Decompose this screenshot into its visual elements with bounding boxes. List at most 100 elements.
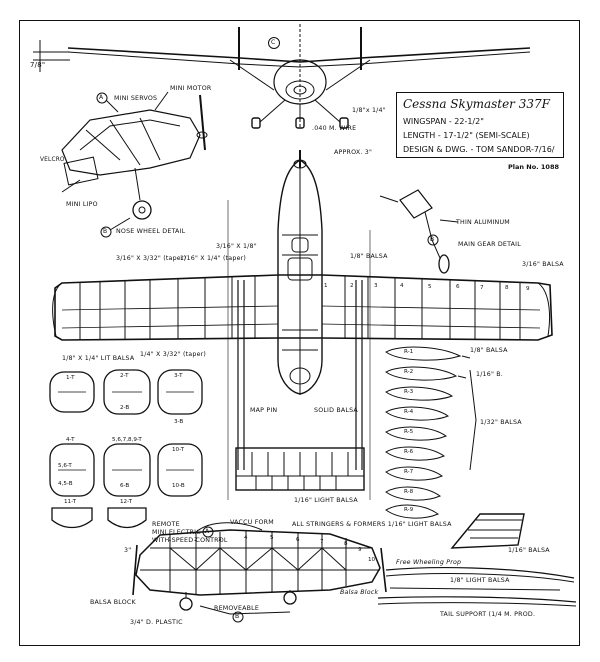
- label-1-16-b: 1/16" B.: [476, 371, 503, 378]
- ribs: [385, 346, 477, 519]
- wing-rib-number: 3: [374, 283, 378, 289]
- label-balsa-1-8: 1/8" BALSA: [350, 253, 388, 260]
- label-trailing-taper: 3/16" X 3/32" (taper): [116, 255, 187, 262]
- design-spec: DESIGN & DWG. - TOM SANDOR-7/16/: [403, 145, 555, 154]
- label-spar: 3/16" X 1/8": [216, 243, 257, 250]
- label-approx: APPROX. 3": [334, 149, 373, 156]
- wing-rib-number: 8: [505, 285, 509, 291]
- former-label: 4,5-B: [58, 481, 73, 487]
- label-remote: REMOTE: [152, 521, 180, 528]
- rib-label: R-3: [404, 389, 414, 395]
- side-view: [132, 522, 387, 623]
- label-light-balsa-1-8: 1/8" LIGHT BALSA: [450, 577, 510, 584]
- top-view-tail: [235, 447, 365, 491]
- former-label: 1-T: [66, 375, 75, 381]
- top-view-wing: [52, 274, 553, 341]
- wing-rib-number: 4: [400, 283, 404, 289]
- label-plastic: 3/4" D. PLASTIC: [130, 619, 183, 626]
- label-b-balsa: 1/8" BALSA: [470, 347, 508, 354]
- label-lite-balsa: 1/8" X 1/4" LIT BALSA: [62, 355, 135, 362]
- label-thin-aluminum: THIN ALUMINUM: [456, 219, 510, 226]
- former-label: 3-B: [174, 419, 184, 425]
- station-number: 4: [244, 535, 248, 541]
- station-number: 8: [344, 541, 348, 547]
- label-nose-wheel-detail: NOSE WHEEL DETAIL: [116, 228, 186, 235]
- wing-rib-number: 2: [350, 283, 354, 289]
- station-number: 9: [358, 547, 362, 553]
- former-label: 5,6-T: [58, 463, 72, 469]
- callout-b-side: B: [235, 613, 240, 620]
- label-le-taper: 1/16" X 1/4" (taper): [180, 255, 247, 262]
- label-mini-lipo: MINI LIPO: [66, 201, 98, 208]
- label-wing-taper: 1/4" X 3/32" (taper): [140, 351, 207, 358]
- label-light-balsa-tail: 1/16" LIGHT BALSA: [294, 497, 358, 504]
- wing-rib-number: 9: [526, 286, 530, 292]
- rib-label: R-9: [404, 507, 414, 513]
- label-vaccu-form: VACCU FORM: [230, 519, 274, 526]
- label-stringers: ALL STRINGERS & FORMERS 1/16" LIGHT BALS…: [292, 521, 452, 528]
- callout-a-top: A: [99, 94, 104, 101]
- wing-rib-number: 1: [324, 283, 328, 289]
- wing-rib-number: 6: [456, 284, 460, 290]
- dim-3-inch: 3": [124, 547, 132, 554]
- label-mini-motor: MINI MOTOR: [170, 85, 212, 92]
- title-block: [396, 92, 564, 158]
- label-wire: .040 M. WIRE: [312, 125, 357, 132]
- label-balsa-block: BALSA BLOCK: [90, 599, 136, 606]
- former-label: 2-B: [120, 405, 130, 411]
- top-view-fuselage: [227, 150, 371, 500]
- callout-b-nose: B: [103, 228, 108, 235]
- label-solid-balsa: SOLID BALSA: [314, 407, 358, 414]
- nose-detail: [61, 91, 208, 238]
- callout-a-side: A: [205, 528, 210, 535]
- former-label: 10-T: [172, 447, 185, 453]
- former-label: 6-B: [120, 483, 130, 489]
- station-number: 1: [168, 537, 172, 543]
- label-balsa-block-side: Balsa Block: [340, 589, 379, 596]
- station-number: 7: [320, 539, 324, 545]
- station-number: 2: [194, 537, 198, 543]
- label-removeable: REMOVEABLE: [214, 605, 260, 612]
- front-view: [33, 24, 531, 129]
- rib-label: R-4: [404, 409, 414, 415]
- label-tail-balsa: 1/16" BALSA: [508, 547, 550, 554]
- sheet-border: [19, 20, 580, 646]
- former-label: 4-T: [66, 437, 75, 443]
- tail-side-view: [377, 513, 577, 607]
- former-label: 3-T: [174, 373, 183, 379]
- label-strut-size: 1/8"x 1/4": [352, 107, 386, 114]
- rib-label: R-6: [404, 449, 414, 455]
- former-label: 11-T: [64, 499, 77, 505]
- label-speed-control: WITH SPEED CONTROL: [152, 537, 228, 544]
- plan-title: Cessna Skymaster 337F: [403, 97, 550, 111]
- former-label: 2-T: [120, 373, 129, 379]
- label-mini-electric: MINI ELECTRIC: [152, 529, 201, 536]
- wing-rib-number: 5: [428, 284, 432, 290]
- rib-label: R-5: [404, 429, 414, 435]
- label-main-gear-detail: MAIN GEAR DETAIL: [458, 241, 521, 248]
- station-number: 6: [296, 537, 300, 543]
- rib-label: R-8: [404, 489, 414, 495]
- main-gear-detail: [379, 189, 459, 274]
- label-free-wheeling-prop: Free Wheeling Prop: [396, 559, 462, 566]
- formers: [49, 369, 203, 529]
- wingspan-spec: WINGSPAN - 22-1/2": [403, 117, 484, 126]
- dim-7-8: 7/8": [30, 61, 46, 69]
- callout-c-top: C: [271, 39, 276, 46]
- label-balsa-3-16: 3/16" BALSA: [522, 261, 564, 268]
- callout-b-gear: B: [430, 236, 435, 243]
- label-balsa-1-32: 1/32" BALSA: [480, 419, 522, 426]
- former-label: 12-T: [120, 499, 133, 505]
- rib-label: R-2: [404, 369, 414, 375]
- label-map-pin: MAP PIN: [250, 407, 278, 414]
- rib-label: R-1: [404, 349, 414, 355]
- length-spec: LENGTH - 17-1/2" (SEMI-SCALE): [403, 131, 530, 140]
- station-number: 10: [368, 557, 376, 563]
- rib-label: R-7: [404, 469, 414, 475]
- plan-number: Plan No. 1088: [508, 163, 559, 171]
- former-label: 5,6,7,8,9-T: [112, 437, 142, 443]
- label-velcro: VELCRO: [40, 157, 65, 163]
- label-tail-support: TAIL SUPPORT (1/4 M. PROD.: [440, 611, 536, 618]
